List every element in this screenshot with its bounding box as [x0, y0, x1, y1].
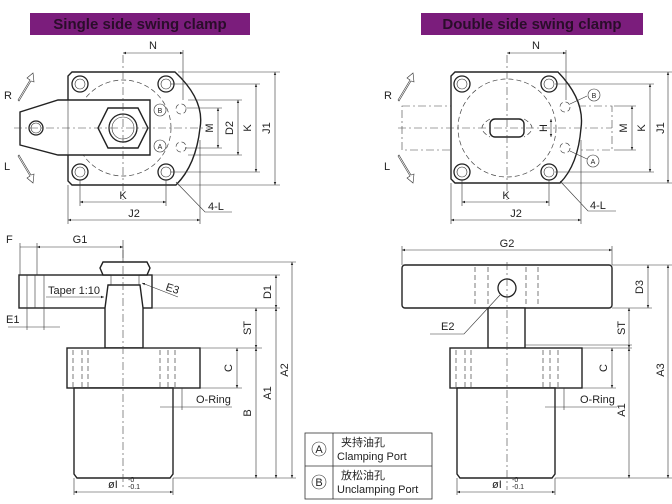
dim-m: M — [204, 123, 216, 132]
dim-diameter: øI — [108, 479, 118, 491]
port-b-marker — [587, 88, 601, 102]
dim-a2: A2 — [279, 363, 291, 376]
dim-k-horizontal: K — [119, 190, 127, 202]
single-side-title: Single side swing clamp — [53, 16, 226, 33]
legend-row-clamping: A 夹持油孔 Clamping Port — [311, 435, 407, 463]
dim-e2: E2 — [441, 321, 454, 333]
dim-j2: J2 — [510, 208, 522, 220]
dim-m: M — [618, 123, 630, 132]
dim-a1: A1 — [262, 386, 274, 399]
dim-4l: 4-L — [590, 200, 606, 212]
legend-1-cn: 放松油孔 — [341, 468, 385, 482]
arrow-l-icon — [397, 154, 415, 184]
single-side-view: F G1 E1 Taper 1:10 E3 D1 ST C B A1 A2 O-… — [6, 234, 296, 495]
arrow-l-icon — [17, 154, 35, 184]
single-side-title-banner: Single side swing clamp — [30, 13, 250, 35]
legend-0-en: Clamping Port — [337, 451, 407, 463]
port-a-marker — [586, 154, 600, 168]
dim-diameter: øI — [492, 479, 502, 491]
right-top-portA: A — [591, 159, 596, 166]
rotate-left-label: L — [384, 161, 390, 173]
dim-n: N — [532, 40, 540, 52]
dim-g2: G2 — [500, 238, 515, 250]
dim-j2: J2 — [128, 208, 140, 220]
dim-4l: 4-L — [208, 201, 224, 213]
left-top-portB: B — [158, 108, 163, 115]
legend-0-symbol: A — [315, 444, 323, 456]
right-top-portB: B — [592, 93, 597, 100]
dim-j1: J1 — [261, 122, 273, 134]
double-side-title-banner: Double side swing clamp — [421, 13, 643, 35]
dim-k-horizontal: K — [502, 190, 510, 202]
legend-1-en: Unclamping Port — [337, 484, 418, 496]
dim-d2: D2 — [224, 121, 236, 135]
rotate-left-label: L — [4, 161, 10, 173]
dim-a3: A3 — [655, 363, 667, 376]
legend-0-cn: 夹持油孔 — [341, 435, 385, 449]
dim-c: C — [223, 364, 235, 372]
dim-b: B — [242, 409, 254, 416]
double-side-title: Double side swing clamp — [442, 16, 621, 33]
taper-label: Taper 1:10 — [48, 285, 100, 297]
port-a-marker — [153, 139, 167, 153]
single-top-view: B A N M D2 K J1 K J2 4-L R L — [4, 40, 280, 224]
dim-f: F — [6, 234, 13, 246]
dim-h: H — [538, 124, 550, 132]
dim-k-vertical: K — [636, 124, 648, 132]
right-side-tol_low: -0.1 — [512, 484, 524, 491]
legend-1-symbol: B — [315, 477, 322, 489]
arrow-r-icon — [397, 72, 415, 102]
dim-e3: E3 — [164, 281, 181, 297]
rotate-right-label: R — [384, 90, 392, 102]
right-side-tol_up: -0 — [512, 477, 518, 484]
dim-a1: A1 — [616, 403, 628, 416]
o-ring-label: O-Ring — [580, 394, 615, 406]
rotate-right-label: R — [4, 90, 12, 102]
double-top-view: B A H N M K J1 K J2 4-L R L — [384, 40, 672, 224]
port-legend-table: A 夹持油孔 Clamping Port B 放松油孔 Unclamping P… — [304, 432, 433, 500]
dim-e1: E1 — [6, 314, 19, 326]
left-side-tol_up: -0 — [128, 477, 134, 484]
o-ring-label: O-Ring — [196, 394, 231, 406]
legend-row-unclamping: B 放松油孔 Unclamping Port — [311, 468, 418, 496]
dim-d1: D1 — [262, 285, 274, 299]
dim-j1: J1 — [655, 122, 667, 134]
dim-c: C — [598, 364, 610, 372]
double-side-view: G2 E2 D3 ST C A1 A3 O-Ring øI -0 -0.1 — [401, 238, 672, 495]
port-b-marker — [153, 103, 167, 117]
dim-d3: D3 — [634, 280, 646, 294]
left-side-tol_low: -0.1 — [128, 484, 140, 491]
arrow-r-icon — [17, 72, 35, 102]
dim-st: ST — [242, 321, 254, 335]
dim-g1: G1 — [73, 234, 88, 246]
dim-st: ST — [616, 321, 628, 335]
left-top-portA: A — [158, 144, 163, 151]
dim-k-vertical: K — [242, 124, 254, 132]
dim-n: N — [149, 40, 157, 52]
